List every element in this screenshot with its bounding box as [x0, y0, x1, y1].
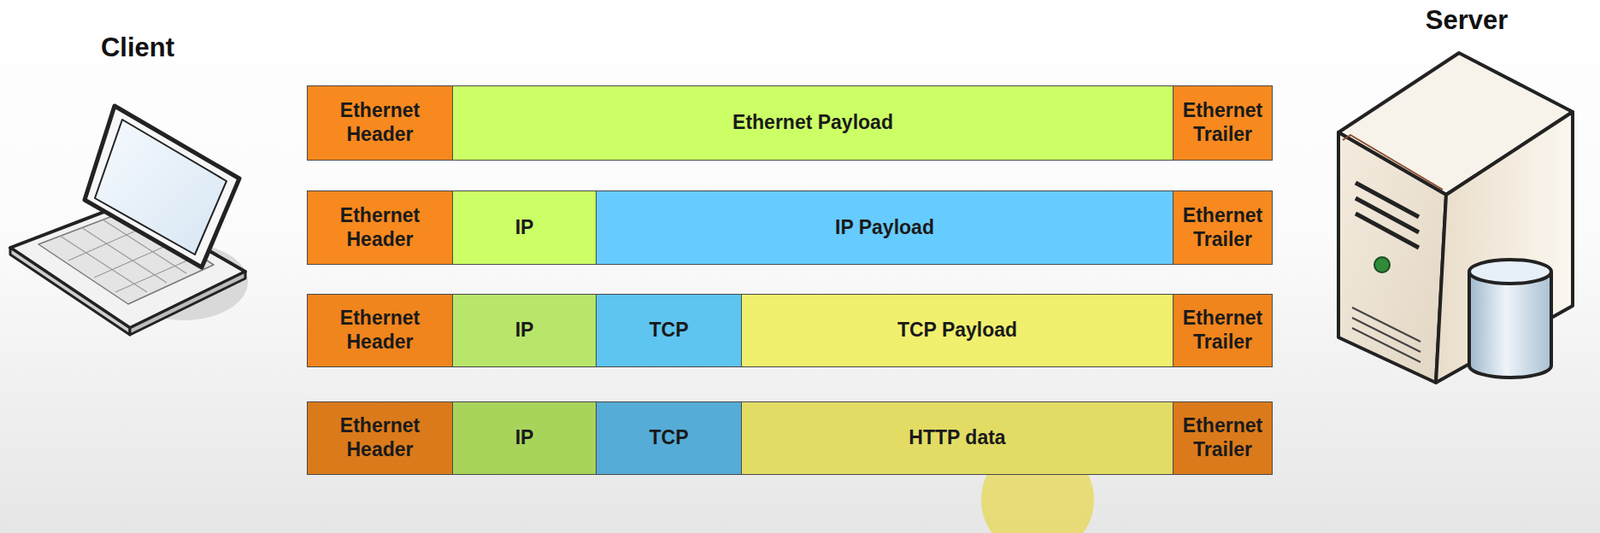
segment-label: Ethernet Trailer	[1179, 99, 1266, 147]
frame-segment: Ethernet Header	[306, 401, 453, 476]
server-illustration	[1338, 52, 1573, 383]
frame-segment: Ethernet Header	[306, 190, 453, 265]
segment-label: Ethernet Header	[313, 306, 447, 354]
frame-segment: TCP Payload	[741, 294, 1174, 368]
segment-label: IP	[515, 318, 535, 343]
device-label: Client	[100, 32, 175, 64]
frame-segment: Ethernet Header	[306, 85, 453, 161]
frame-segment: Ethernet Trailer	[1172, 294, 1273, 368]
frame-segment: TCP	[595, 294, 742, 368]
frame-segment: HTTP data	[741, 401, 1174, 476]
segment-label: Ethernet Header	[313, 204, 447, 252]
segment-label: Ethernet Header	[313, 414, 447, 462]
segment-label: Ethernet Trailer	[1179, 204, 1266, 252]
frame-segment: Ethernet Trailer	[1172, 190, 1273, 265]
frame-segment: IP Payload	[595, 190, 1174, 265]
frame-segment: Ethernet Trailer	[1172, 85, 1273, 161]
segment-label: Ethernet Trailer	[1179, 306, 1266, 354]
segment-label: TCP Payload	[897, 318, 1018, 343]
segment-label: IP Payload	[835, 216, 935, 241]
segment-label: TCP	[649, 426, 689, 451]
segment-label: Ethernet Header	[313, 99, 447, 147]
segment-label: TCP	[649, 318, 689, 343]
segment-label: IP	[515, 426, 535, 451]
segment-label: IP	[515, 216, 535, 241]
frame-segment: IP	[452, 190, 597, 265]
frame-segment: Ethernet Trailer	[1172, 401, 1273, 476]
frame-segment: IP	[452, 401, 597, 476]
laptop-illustration	[10, 105, 248, 336]
frame-segment: TCP	[595, 401, 742, 476]
segment-label: Ethernet Trailer	[1179, 414, 1266, 462]
frame-segment: Ethernet Header	[306, 294, 453, 368]
frame-segment: Ethernet Payload	[452, 85, 1174, 161]
segment-label: HTTP data	[908, 426, 1006, 451]
frame-segment: IP	[452, 294, 597, 368]
device-label: Server	[1425, 5, 1509, 36]
segment-label: Ethernet Payload	[732, 111, 894, 136]
